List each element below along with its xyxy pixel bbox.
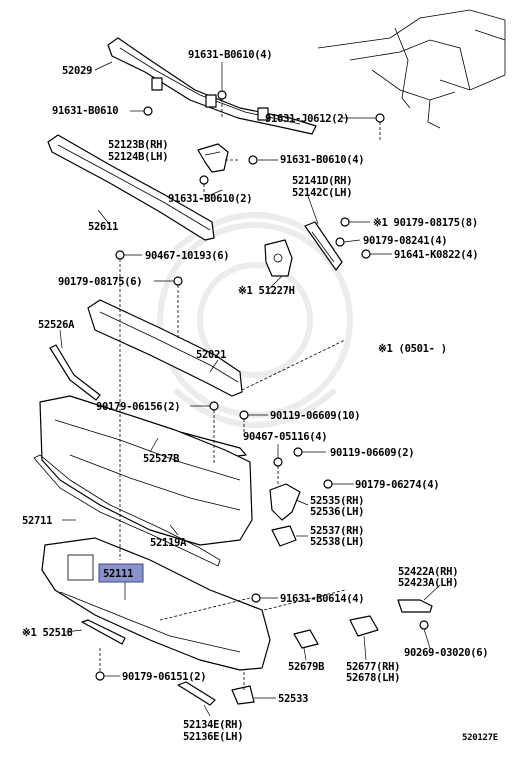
label-91631-b0614-4: 91631-B0614(4) (280, 593, 364, 605)
label-90269-03020-6: 90269-03020(6) (404, 647, 488, 659)
part-52029-upper-retainer (107, 37, 317, 135)
diagram-id: 520127E (462, 733, 498, 743)
label-52527b: 52527B (143, 453, 179, 465)
label-52142c: 52142C(LH) (292, 187, 352, 199)
label-91631-b0610-2: 91631-B0610(2) (168, 193, 252, 205)
callout-labels: 52029 91631-B0610(4) 91631-B0610 91631-J… (22, 49, 498, 743)
label-90179-08241-4: 90179-08241(4) (363, 235, 447, 247)
label-52533: 52533 (278, 693, 308, 705)
label-52124b: 52124B(LH) (108, 151, 168, 163)
label-52111: 52111 (103, 568, 133, 580)
part-52677-retainer (349, 615, 379, 637)
label-90179-06151-2: 90179-06151(2) (122, 671, 206, 683)
label-91631-j0612-2: 91631-J0612(2) (265, 113, 349, 125)
label-52119a: 52119A (150, 537, 187, 549)
label-91631-b0610-4-top: 91631-B0610(4) (188, 49, 272, 61)
label-91631-b0610: 91631-B0610 (52, 105, 118, 117)
part-52123b-bracket (197, 143, 229, 173)
label-52679b: 52679B (288, 661, 324, 673)
label-52536: 52536(LH) (310, 506, 364, 518)
label-52677: 52677(RH) (346, 661, 400, 673)
label-90119-06609-2: 90119-06609(2) (330, 447, 414, 459)
part-52611-absorber (47, 134, 215, 241)
label-51227h: ※1 51227H (238, 285, 295, 297)
part-52533-clip (231, 685, 255, 705)
label-52678: 52678(LH) (346, 672, 400, 684)
label-90467-05116-4: 90467-05116(4) (243, 431, 327, 443)
label-90179-08175-6: 90179-08175(6) (58, 276, 142, 288)
highlight-box-52111 (98, 563, 144, 583)
label-52134e: 52134E(RH) (183, 719, 243, 731)
label-90119-06609-10: 90119-06609(10) (270, 410, 360, 422)
label-91641-k0822-4: 91641-K0822(4) (394, 249, 478, 261)
label-52422a: 52422A(RH) (398, 566, 458, 578)
part-52021-reinforcement (87, 299, 243, 397)
label-52518: ※1 52518 (22, 627, 73, 639)
label-52535: 52535(RH) (310, 495, 364, 507)
label-52538: 52538(LH) (310, 536, 364, 548)
part-52141d-side-bracket (304, 221, 343, 271)
part-51227h-bracket (264, 239, 293, 277)
vehicle-body-corner (317, 9, 506, 129)
assembly-lines (99, 99, 381, 690)
note-text: ※1 (0501- ) (378, 343, 447, 355)
label-90467-10193-6: 90467-10193(6) (145, 250, 229, 262)
label-52423a: 52423A(LH) (398, 577, 458, 589)
label-52029: 52029 (62, 65, 92, 77)
label-91631-b0610-4-mid: 91631-B0610(4) (280, 154, 364, 166)
part-52518-garnish (81, 619, 126, 645)
label-90179-06156-2: 90179-06156(2) (96, 401, 180, 413)
part-52679b-retainer (293, 629, 319, 649)
part-52111-lower-bumper (41, 537, 271, 671)
label-52711: 52711 (22, 515, 52, 527)
label-90179-06274-4: 90179-06274(4) (355, 479, 439, 491)
part-52711-seal (33, 454, 221, 567)
part-52537-support (271, 525, 297, 547)
label-52526a: 52526A (38, 319, 75, 331)
label-90179-08175-8: ※1 90179-08175(8) (373, 217, 478, 229)
label-52136e: 52136E(LH) (183, 731, 243, 743)
label-52611: 52611 (88, 221, 118, 233)
leader-lines (59, 61, 441, 717)
label-52021: 52021 (196, 349, 226, 361)
part-52535-bracket (269, 483, 301, 521)
label-52141d: 52141D(RH) (292, 175, 352, 187)
part-52134e-molding (177, 681, 216, 706)
label-52123b: 52123B(RH) (108, 139, 168, 151)
part-52422a-bracket (397, 599, 433, 613)
part-52119a-bumper-cover (39, 395, 253, 546)
part-52526a-molding (49, 344, 101, 401)
label-52537: 52537(RH) (310, 525, 364, 537)
